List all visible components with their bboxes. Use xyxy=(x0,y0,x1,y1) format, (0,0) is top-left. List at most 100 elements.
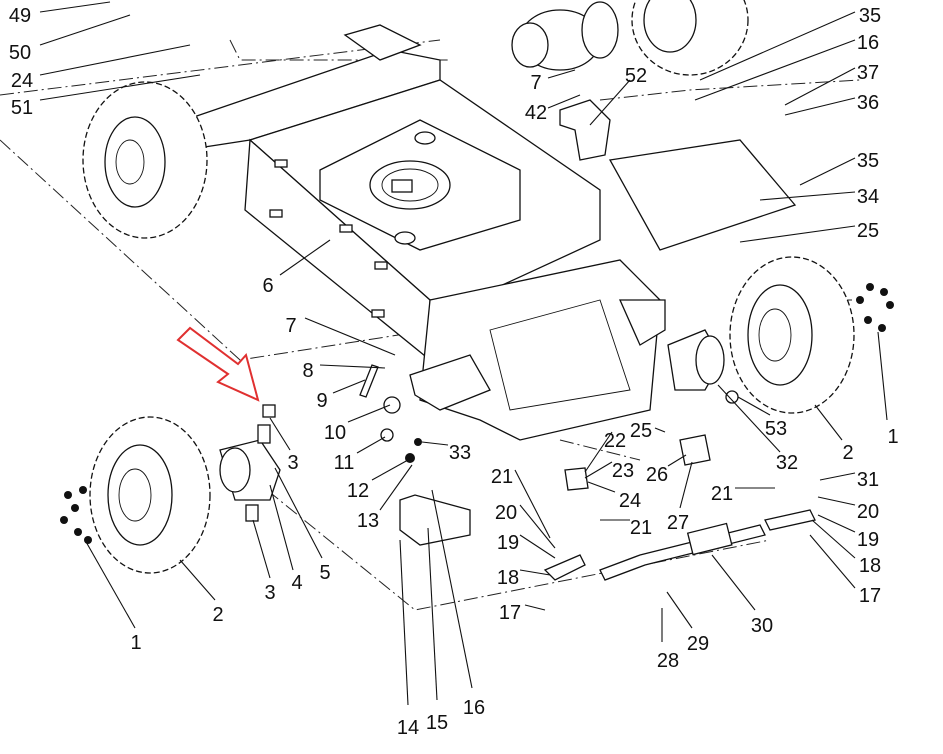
leader-line-17 xyxy=(809,534,856,589)
leader-line-16 xyxy=(694,39,856,101)
leader-line-24 xyxy=(587,481,616,493)
callout-15: 15 xyxy=(426,712,448,734)
leader-line-37 xyxy=(784,67,856,106)
leader-line-35 xyxy=(799,157,856,186)
callout-16: 16 xyxy=(463,697,485,719)
leader-line-36 xyxy=(784,97,856,116)
callout-6: 6 xyxy=(262,275,273,297)
callout-16: 16 xyxy=(857,32,879,54)
callout-3: 3 xyxy=(264,582,275,604)
leader-line-33 xyxy=(421,441,449,446)
callout-1: 1 xyxy=(887,426,898,448)
callout-7: 7 xyxy=(285,315,296,337)
leader-line-26 xyxy=(667,454,687,467)
callout-53: 53 xyxy=(765,418,787,440)
callout-4: 4 xyxy=(291,572,302,594)
leader-line-6 xyxy=(279,239,331,276)
callout-labels: 4950245135163736353425527426789101112133… xyxy=(9,5,899,739)
callout-9: 9 xyxy=(316,390,327,412)
callout-42: 42 xyxy=(525,102,547,124)
callout-21: 21 xyxy=(491,466,513,488)
callout-18: 18 xyxy=(859,555,881,577)
leader-line-2 xyxy=(179,559,216,601)
leader-line-29 xyxy=(666,591,693,629)
leader-line-4 xyxy=(269,484,294,571)
callout-27: 27 xyxy=(667,512,689,534)
callout-18: 18 xyxy=(497,567,519,589)
bracket-14-16 xyxy=(399,494,471,546)
callout-29: 29 xyxy=(687,633,709,655)
callout-30: 30 xyxy=(751,615,773,637)
leader-line-19 xyxy=(817,514,856,533)
callout-36: 36 xyxy=(857,92,879,114)
leader-line-42 xyxy=(547,94,581,109)
callout-1: 1 xyxy=(130,632,141,654)
leader-line-12 xyxy=(371,459,409,481)
callout-21: 21 xyxy=(711,483,733,505)
wheel-top-right xyxy=(631,0,749,76)
callout-19: 19 xyxy=(857,529,879,551)
callout-37: 37 xyxy=(857,62,879,84)
callout-13: 13 xyxy=(357,510,379,532)
callout-2: 2 xyxy=(212,604,223,626)
lug-nuts-left xyxy=(60,486,92,544)
leader-line-25 xyxy=(654,427,666,433)
callout-28: 28 xyxy=(657,650,679,672)
leader-line-16 xyxy=(431,489,473,689)
leader-line-19 xyxy=(519,534,556,559)
callout-8: 8 xyxy=(302,360,313,382)
leader-line-30 xyxy=(711,554,756,611)
leader-line-1 xyxy=(84,539,136,629)
callout-25: 25 xyxy=(630,420,652,442)
callout-33: 33 xyxy=(449,442,471,464)
wheel-top-left xyxy=(82,81,208,239)
callout-2: 2 xyxy=(842,442,853,464)
plate-24 xyxy=(564,467,589,491)
callout-24: 24 xyxy=(11,70,33,92)
leader-line-3 xyxy=(252,519,271,579)
leader-line-3 xyxy=(269,417,291,451)
callout-51: 51 xyxy=(11,97,33,119)
callout-12: 12 xyxy=(347,480,369,502)
callout-21: 21 xyxy=(630,517,652,539)
callout-20: 20 xyxy=(495,502,517,524)
callout-24: 24 xyxy=(619,490,641,512)
callout-3: 3 xyxy=(287,452,298,474)
leader-line-10 xyxy=(347,404,391,423)
leader-line-9 xyxy=(332,379,366,394)
leader-line-31 xyxy=(819,472,856,481)
leader-line-51 xyxy=(39,74,201,101)
washer-33 xyxy=(414,438,422,446)
leader-line-32 xyxy=(717,384,781,453)
callout-25: 25 xyxy=(857,220,879,242)
washer-10 xyxy=(383,396,401,414)
leader-line-52 xyxy=(589,79,631,126)
leader-line-11 xyxy=(356,436,386,454)
callout-17: 17 xyxy=(499,602,521,624)
hub-left xyxy=(219,404,281,522)
leader-line-21 xyxy=(514,469,551,539)
lug-nuts-right xyxy=(856,283,894,332)
callout-5: 5 xyxy=(319,562,330,584)
callout-14: 14 xyxy=(397,717,419,739)
callout-19: 19 xyxy=(497,532,519,554)
callout-20: 20 xyxy=(857,501,879,523)
callout-31: 31 xyxy=(857,469,879,491)
leader-line-24 xyxy=(39,44,191,76)
pin-9 xyxy=(359,364,379,398)
callout-35: 35 xyxy=(859,5,881,27)
leader-line-7 xyxy=(304,317,396,356)
indicator-arrow xyxy=(176,326,260,402)
leader-lines xyxy=(39,1,888,706)
callout-50: 50 xyxy=(9,42,31,64)
leader-line-53 xyxy=(737,396,771,416)
leader-line-23 xyxy=(584,461,613,479)
leader-line-18 xyxy=(519,569,551,576)
callout-35: 35 xyxy=(857,150,879,172)
bracket-26 xyxy=(679,434,711,466)
leader-line-15 xyxy=(427,527,438,701)
washer-11 xyxy=(380,428,394,442)
leader-line-13 xyxy=(379,464,413,511)
